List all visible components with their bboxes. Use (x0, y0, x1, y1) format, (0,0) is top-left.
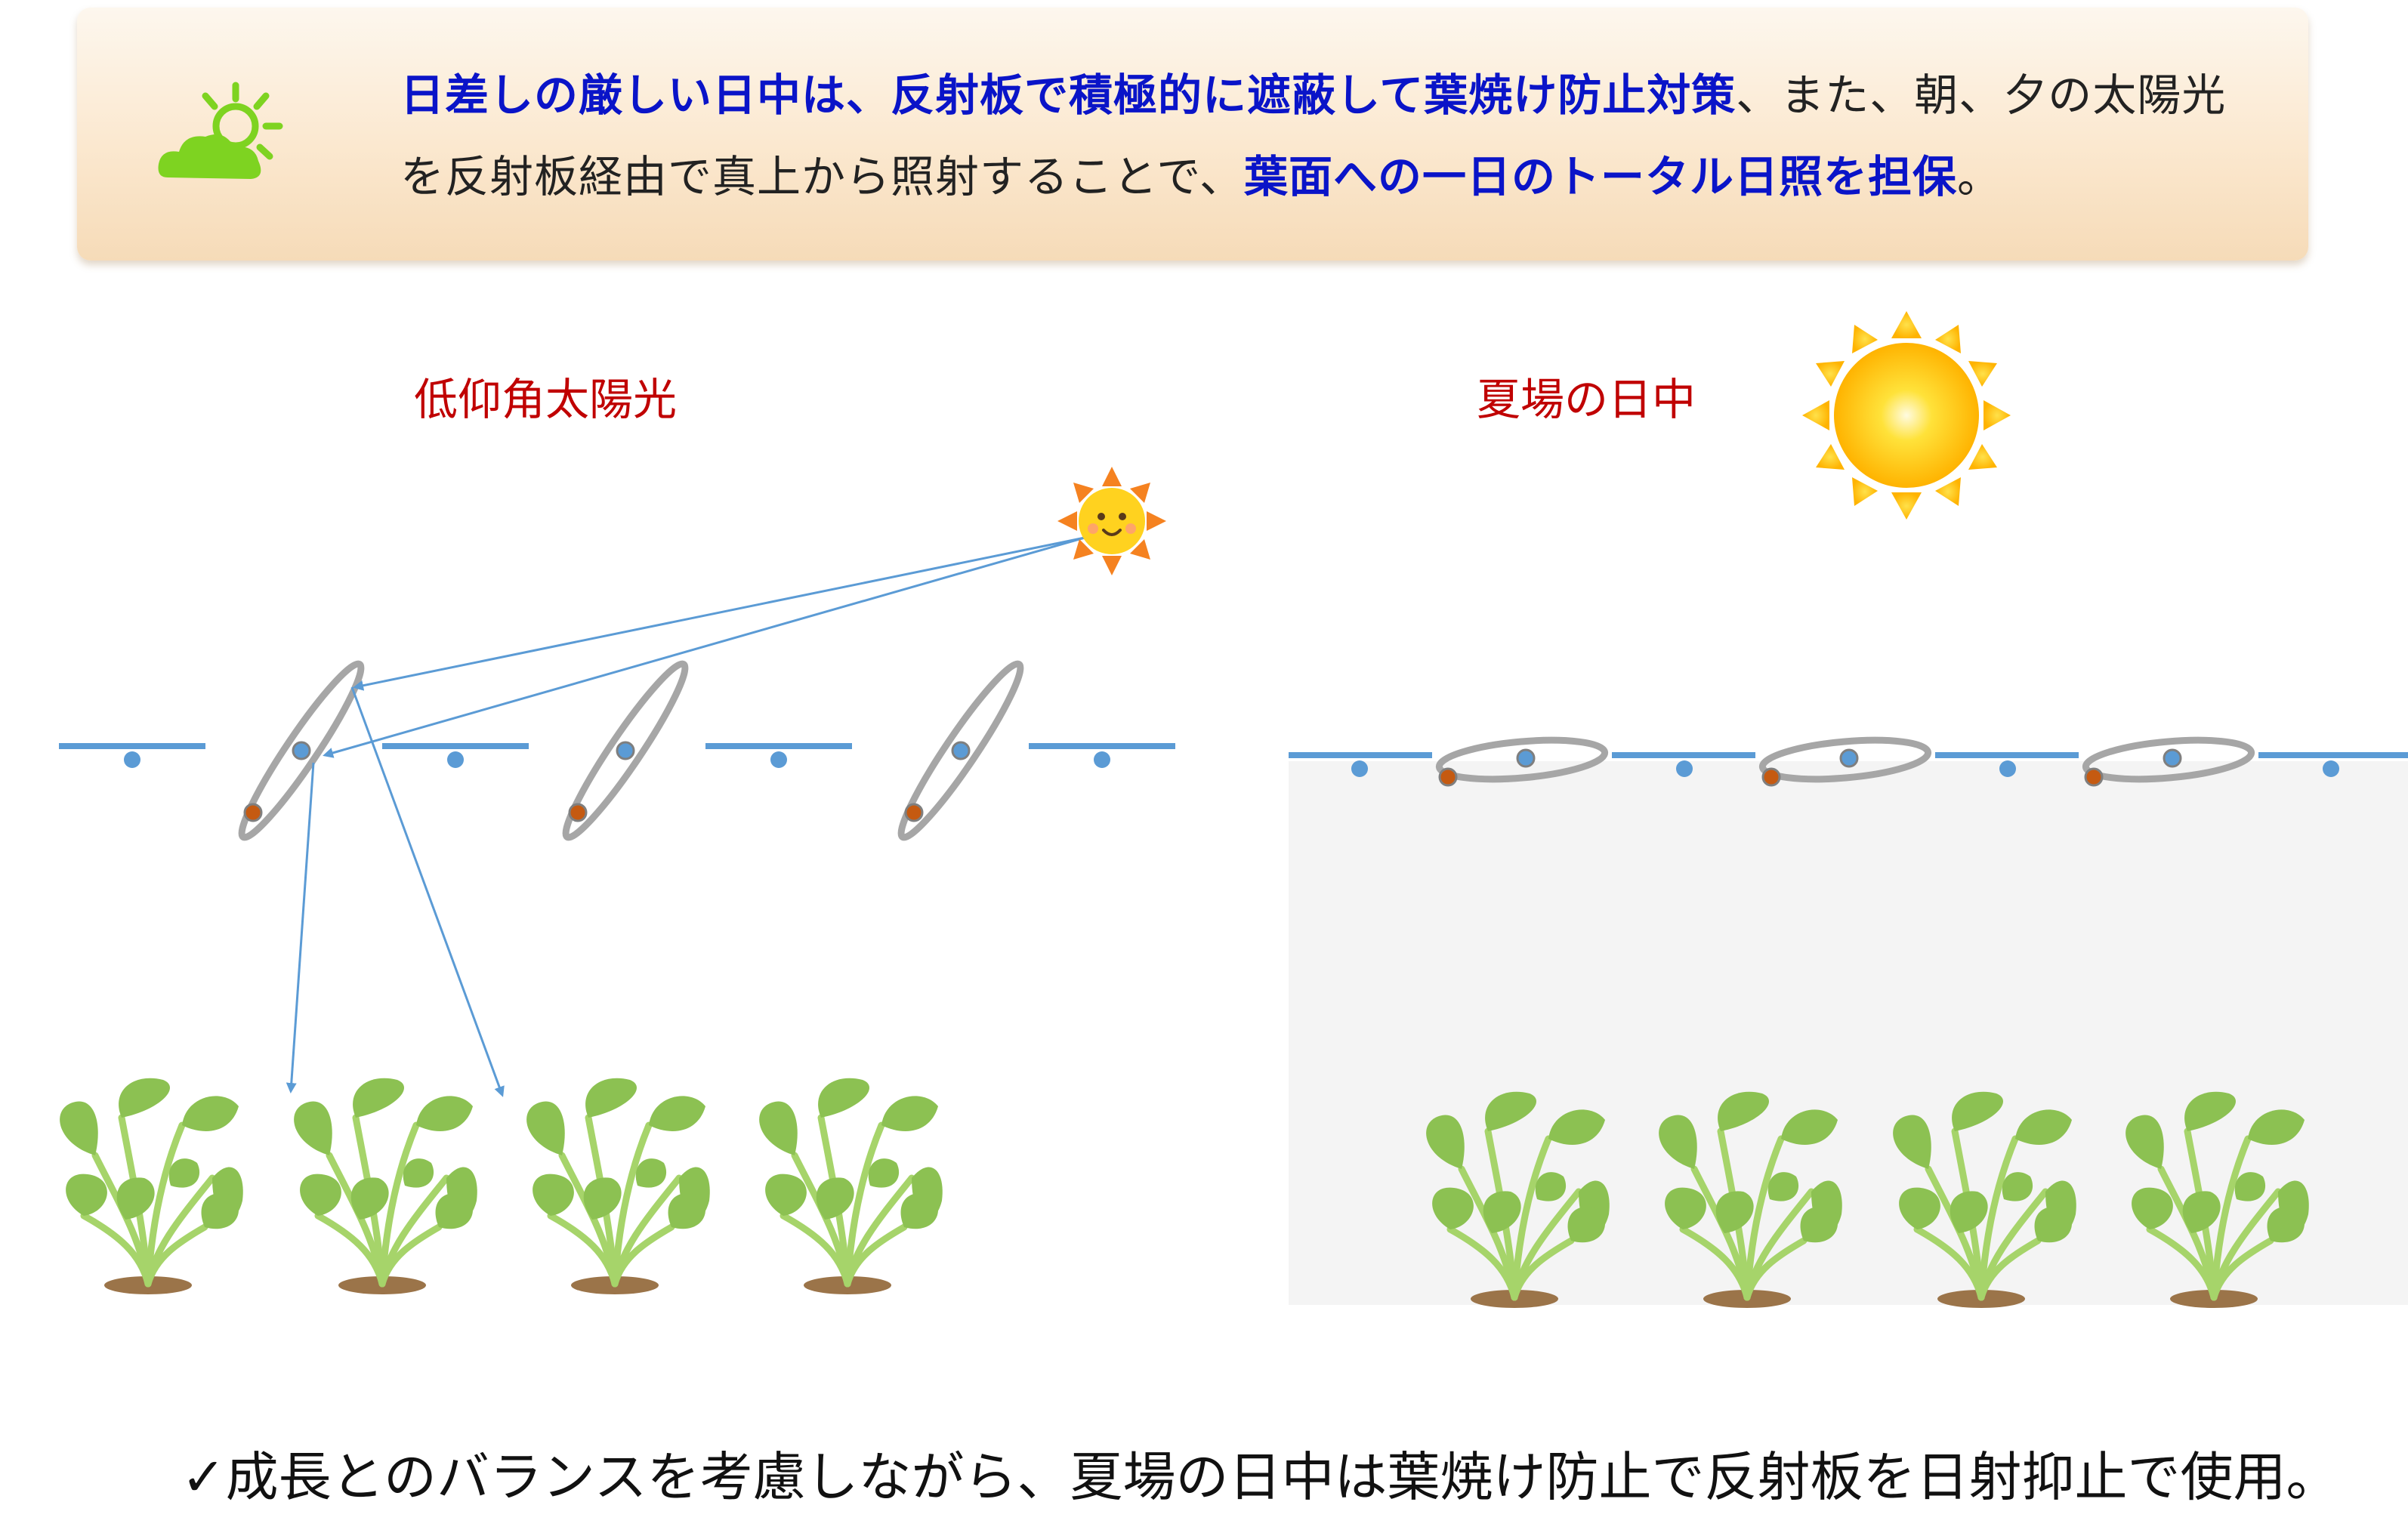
left-reflector-3 (897, 660, 1024, 841)
light-rays (286, 536, 1085, 1097)
smiling-sun-icon (1057, 467, 1166, 575)
bottom-note: ✓成長とのバランスを考慮しながら、夏場の日中は葉焼け防止で反射板を日射抑止で使用… (181, 1446, 2339, 1508)
left-panel-title: 低仰角太陽光 (414, 374, 678, 425)
bright-sun-icon (1802, 311, 2011, 520)
banner-text: 日差しの厳しい日中は、反射板で積極的に遮蔽して葉焼け防止対策、また、朝、夕の太陽… (400, 54, 2266, 217)
right-reflector-1 (1435, 736, 1609, 787)
banner-plain-text: 、また、朝、夕の太陽光を反射板経由で真上から照射することで、 (400, 69, 2227, 202)
left-plants (60, 1078, 943, 1294)
sun-behind-cloud-icon (158, 82, 283, 179)
banner-highlight-text: 日差しの厳しい日中は、反射板で積極的に遮蔽して葉焼け防止対策 (400, 69, 1737, 121)
banner-plain-text: 。 (1956, 151, 2002, 202)
banner-highlight-text: 葉面への一日のトータル日照を担保 (1243, 151, 1957, 202)
info-banner: 日差しの厳しい日中は、反射板で積極的に遮蔽して葉焼け防止対策、また、朝、夕の太陽… (77, 8, 2308, 261)
right-reflector-3 (2082, 736, 2255, 787)
left-reflector-2 (562, 660, 689, 841)
right-rail-dots (1351, 760, 2339, 777)
right-reflector-2 (1758, 736, 1932, 787)
left-rail-dots (124, 751, 1110, 768)
left-reflector-1 (238, 660, 365, 841)
right-panel-title: 夏場の日中 (1477, 374, 1696, 425)
